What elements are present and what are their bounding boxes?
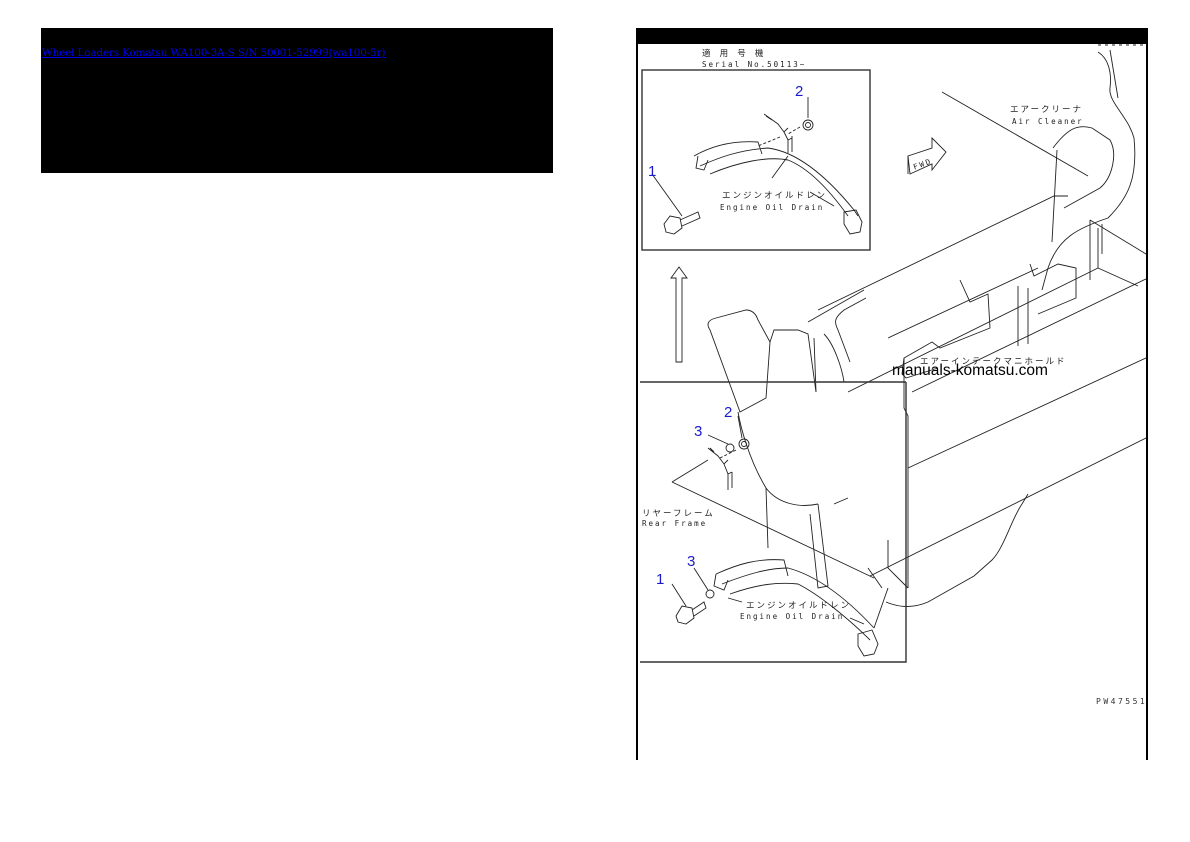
serial-label-en: Serial No.50113~ — [702, 60, 806, 69]
callout-1-top[interactable]: 1 — [648, 163, 656, 180]
watermark-text: manuals-komatsu.com — [892, 362, 1048, 379]
top-inset-label-en: Engine Oil Drain — [720, 203, 824, 212]
intake-manifold-label-jp: エアーインテークマニホールド — [920, 357, 1067, 367]
diagram-top-bar — [638, 28, 1146, 44]
bottom-inset-label-en: Engine Oil Drain — [740, 612, 844, 621]
air-cleaner-label-en: Air Cleaner — [1012, 117, 1084, 126]
rear-frame-label-jp: リヤーフレーム — [642, 509, 715, 519]
fwd-arrow-icon: FWD — [907, 136, 947, 175]
serial-label-jp: 適 用 号 機 — [702, 48, 765, 59]
callout-1-bottom[interactable]: 1 — [656, 571, 664, 588]
top-inset-detail: エンジンオイルドレン Engine Oil Drain 1 2 — [641, 69, 871, 251]
callout-2-bottom[interactable]: 2 — [724, 404, 732, 421]
bottom-inset-label-jp: エンジンオイルドレン — [746, 601, 851, 611]
up-arrow-icon — [670, 266, 688, 363]
parts-diagram: 適 用 号 機 Serial No.50113~ エンジンオイルドレン E — [640, 44, 1146, 706]
air-cleaner-label-jp: エアークリーナ — [1010, 105, 1083, 115]
manual-title-link[interactable]: Wheel Loaders Komatsu WA100-3A-S S/N 500… — [42, 47, 386, 59]
fwd-label: FWD — [912, 156, 933, 171]
engine-illustration: FWD エアークリーナ Air Cleaner エアーインテークマニホールド — [707, 49, 1146, 607]
bottom-inset-detail: リヤーフレーム Rear Frame エンジンオイルドレン Engine Oil… — [640, 381, 907, 663]
parts-diagram-frame: 適 用 号 機 Serial No.50113~ エンジンオイルドレン E — [636, 28, 1148, 760]
header-panel: Wheel Loaders Komatsu WA100-3A-S S/N 500… — [41, 28, 553, 173]
callout-2-top[interactable]: 2 — [795, 83, 803, 100]
callout-3-bottom-upper[interactable]: 3 — [694, 423, 702, 440]
rear-frame-label-en: Rear Frame — [642, 519, 707, 528]
top-inset-label-jp: エンジンオイルドレン — [722, 191, 827, 201]
figure-code: PW47551 — [1096, 697, 1146, 706]
callout-3-bottom-lower[interactable]: 3 — [687, 553, 695, 570]
